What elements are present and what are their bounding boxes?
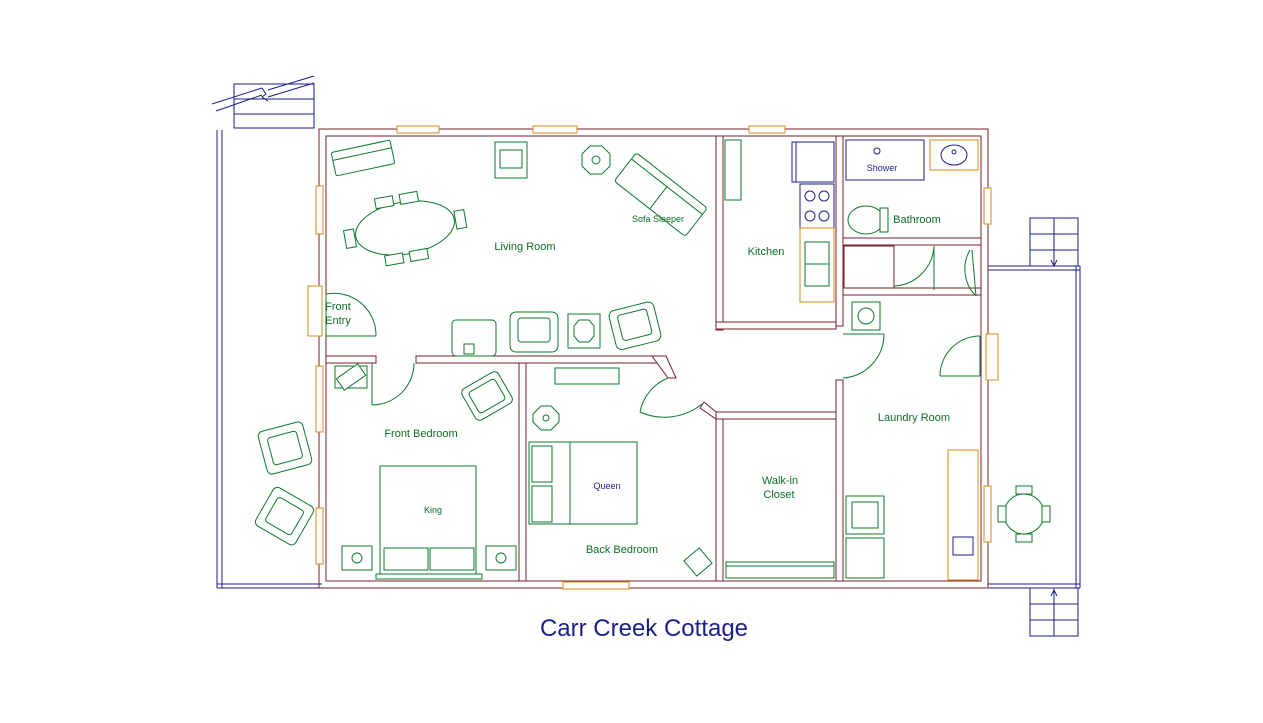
front-porch — [211, 75, 322, 589]
back-deck — [988, 217, 1081, 637]
back-bedroom-furniture — [528, 367, 713, 577]
kitchen-fixtures — [724, 139, 835, 303]
walk-in-closet-label-line1: Walk-in — [762, 475, 798, 487]
room-labels: Living Room Kitchen Bathroom Front Entry… — [325, 163, 950, 556]
closet-fixtures — [725, 561, 835, 579]
king-bed-label: King — [424, 505, 442, 515]
living-room-furniture — [331, 139, 707, 357]
bathroom-fixtures — [843, 139, 979, 289]
windows — [307, 125, 999, 590]
front-bedroom-furniture — [334, 363, 517, 580]
living-room-label: Living Room — [494, 241, 555, 253]
doors — [325, 245, 981, 418]
kitchen-label: Kitchen — [748, 246, 785, 258]
walk-in-closet-label-line2: Closet — [763, 489, 794, 501]
porch-furniture — [254, 421, 1051, 546]
laundry-room-label: Laundry Room — [878, 412, 950, 424]
queen-bed-label: Queen — [593, 481, 620, 491]
laundry-fixtures — [845, 301, 979, 581]
plan-title: Carr Creek Cottage — [540, 615, 748, 642]
interior-walls — [325, 135, 982, 582]
back-bedroom-label: Back Bedroom — [586, 544, 658, 556]
front-entry-label-line2: Entry — [325, 315, 351, 327]
front-bedroom-label: Front Bedroom — [384, 428, 457, 440]
sofa-sleeper-label: Sofa Sleeper — [632, 214, 684, 224]
bathroom-label: Bathroom — [893, 214, 941, 226]
shower-label: Shower — [867, 163, 898, 173]
front-entry-label-line1: Front — [325, 301, 351, 313]
